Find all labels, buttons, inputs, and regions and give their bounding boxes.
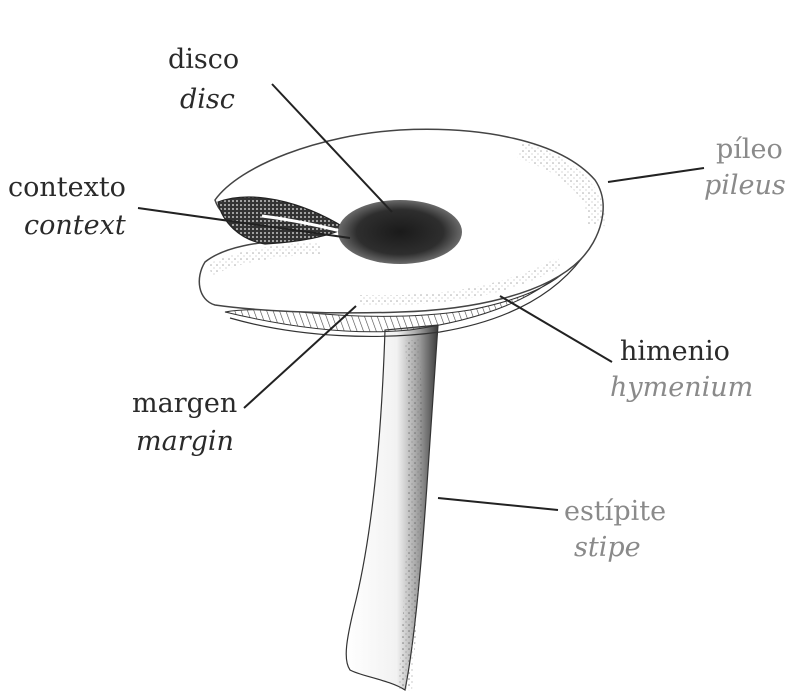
estipite-label-es: estípite — [564, 496, 666, 527]
pileo-label-es: píleo — [716, 134, 783, 165]
contexto-label-en: context — [24, 210, 126, 241]
himenio-leader — [500, 296, 612, 362]
stipe-shape — [346, 325, 438, 690]
estipite-label-en: stipe — [574, 532, 641, 563]
margen-label-en: margin — [136, 426, 234, 457]
disc-shape — [338, 200, 462, 264]
margen-label-es: margen — [132, 388, 237, 419]
pileo-leader — [608, 168, 704, 182]
contexto-label-es: contexto — [8, 172, 126, 203]
himenio-label-en: hymenium — [610, 372, 753, 403]
himenio-label-es: himenio — [620, 336, 730, 367]
disco-label-en: disc — [180, 84, 235, 115]
disco-label-es: disco — [168, 44, 239, 75]
pileo-label-en: pileus — [704, 170, 786, 201]
estipite-leader — [438, 498, 558, 510]
